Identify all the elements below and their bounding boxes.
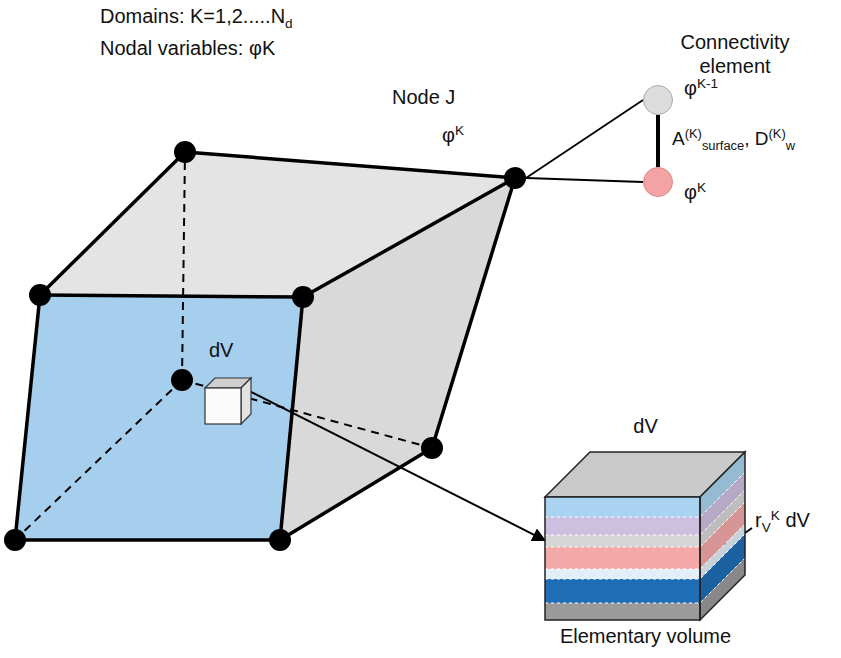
connector-line bbox=[526, 100, 643, 178]
volume-layer bbox=[545, 517, 700, 535]
elementary-volume-shape bbox=[545, 452, 747, 622]
connectivity-circle: φK-1 bbox=[643, 85, 673, 115]
edge-line bbox=[280, 448, 432, 540]
node-label: φK bbox=[442, 123, 464, 147]
edge-line bbox=[185, 152, 515, 178]
volume-layer bbox=[545, 579, 700, 603]
edge-label: A(K)surface, D(K)w bbox=[672, 128, 795, 151]
node-label: Node J bbox=[392, 85, 455, 109]
node-label: dV bbox=[633, 414, 657, 438]
node-label: φK-1 bbox=[684, 76, 718, 100]
cube-side bbox=[241, 378, 251, 424]
node-label: Elementary volume bbox=[560, 624, 731, 648]
connector-line bbox=[251, 392, 545, 541]
layer-divider bbox=[545, 558, 745, 603]
edge-line bbox=[40, 295, 303, 297]
vertex-dot bbox=[29, 284, 51, 306]
volume-layer bbox=[545, 535, 700, 547]
volume-layer bbox=[545, 603, 700, 620]
group-title: Connectivity element bbox=[665, 30, 805, 78]
hidden-edges bbox=[15, 152, 432, 540]
hidden-edge bbox=[182, 380, 432, 448]
hidden-edge bbox=[182, 152, 185, 380]
node-dot: Node JφK bbox=[504, 167, 526, 189]
visible-edges bbox=[15, 152, 515, 540]
vertex-dot bbox=[4, 529, 26, 551]
callout-label: rVK dV bbox=[755, 508, 810, 532]
small-cube: dV bbox=[205, 378, 251, 424]
volume-layer bbox=[545, 547, 700, 569]
edge-line bbox=[280, 297, 303, 540]
connector-line bbox=[526, 178, 643, 182]
header-text: Nodal variables: φK bbox=[100, 36, 275, 60]
vertex-nodes bbox=[4, 141, 443, 551]
edge-line bbox=[432, 178, 515, 448]
layer-divider bbox=[545, 502, 745, 547]
layer-divider bbox=[545, 534, 745, 579]
volume-layer-side bbox=[700, 558, 745, 620]
vertex-dot bbox=[421, 437, 443, 459]
edge-line bbox=[15, 295, 40, 540]
small-cube-shape bbox=[205, 378, 251, 424]
front-face bbox=[15, 295, 303, 540]
volume-layer bbox=[545, 497, 700, 517]
layer-divider bbox=[545, 472, 745, 517]
node-label: φK bbox=[684, 180, 706, 204]
hidden-edge bbox=[15, 380, 182, 540]
layer-divider bbox=[545, 524, 745, 569]
volume-outline bbox=[700, 452, 745, 620]
volume-outline bbox=[545, 497, 700, 620]
connector-line bbox=[656, 115, 660, 167]
connectivity-circle: φK bbox=[643, 167, 673, 197]
vertex-dot bbox=[171, 369, 193, 391]
volume-layer bbox=[545, 569, 700, 579]
edge-line bbox=[40, 152, 185, 295]
node-label: dV bbox=[209, 338, 233, 362]
vertex-dot bbox=[292, 286, 314, 308]
cube-front bbox=[205, 388, 241, 424]
header-text: Domains: K=1,2.....Nd bbox=[100, 4, 293, 28]
vertex-dot bbox=[269, 529, 291, 551]
right-face bbox=[280, 178, 515, 540]
vertex-dot bbox=[174, 141, 196, 163]
edge-line bbox=[15, 538, 280, 542]
elementary-volume: dVElementary volume bbox=[545, 452, 747, 622]
